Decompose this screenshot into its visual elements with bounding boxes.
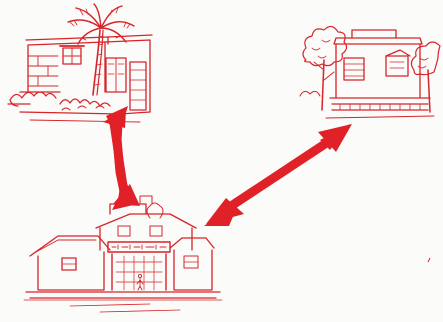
ink-speck	[428, 258, 430, 262]
house-with-trees	[300, 26, 440, 118]
house-with-palm-tree	[8, 4, 152, 122]
double-arrow-diagonal	[204, 124, 352, 226]
school-complex	[24, 196, 222, 312]
